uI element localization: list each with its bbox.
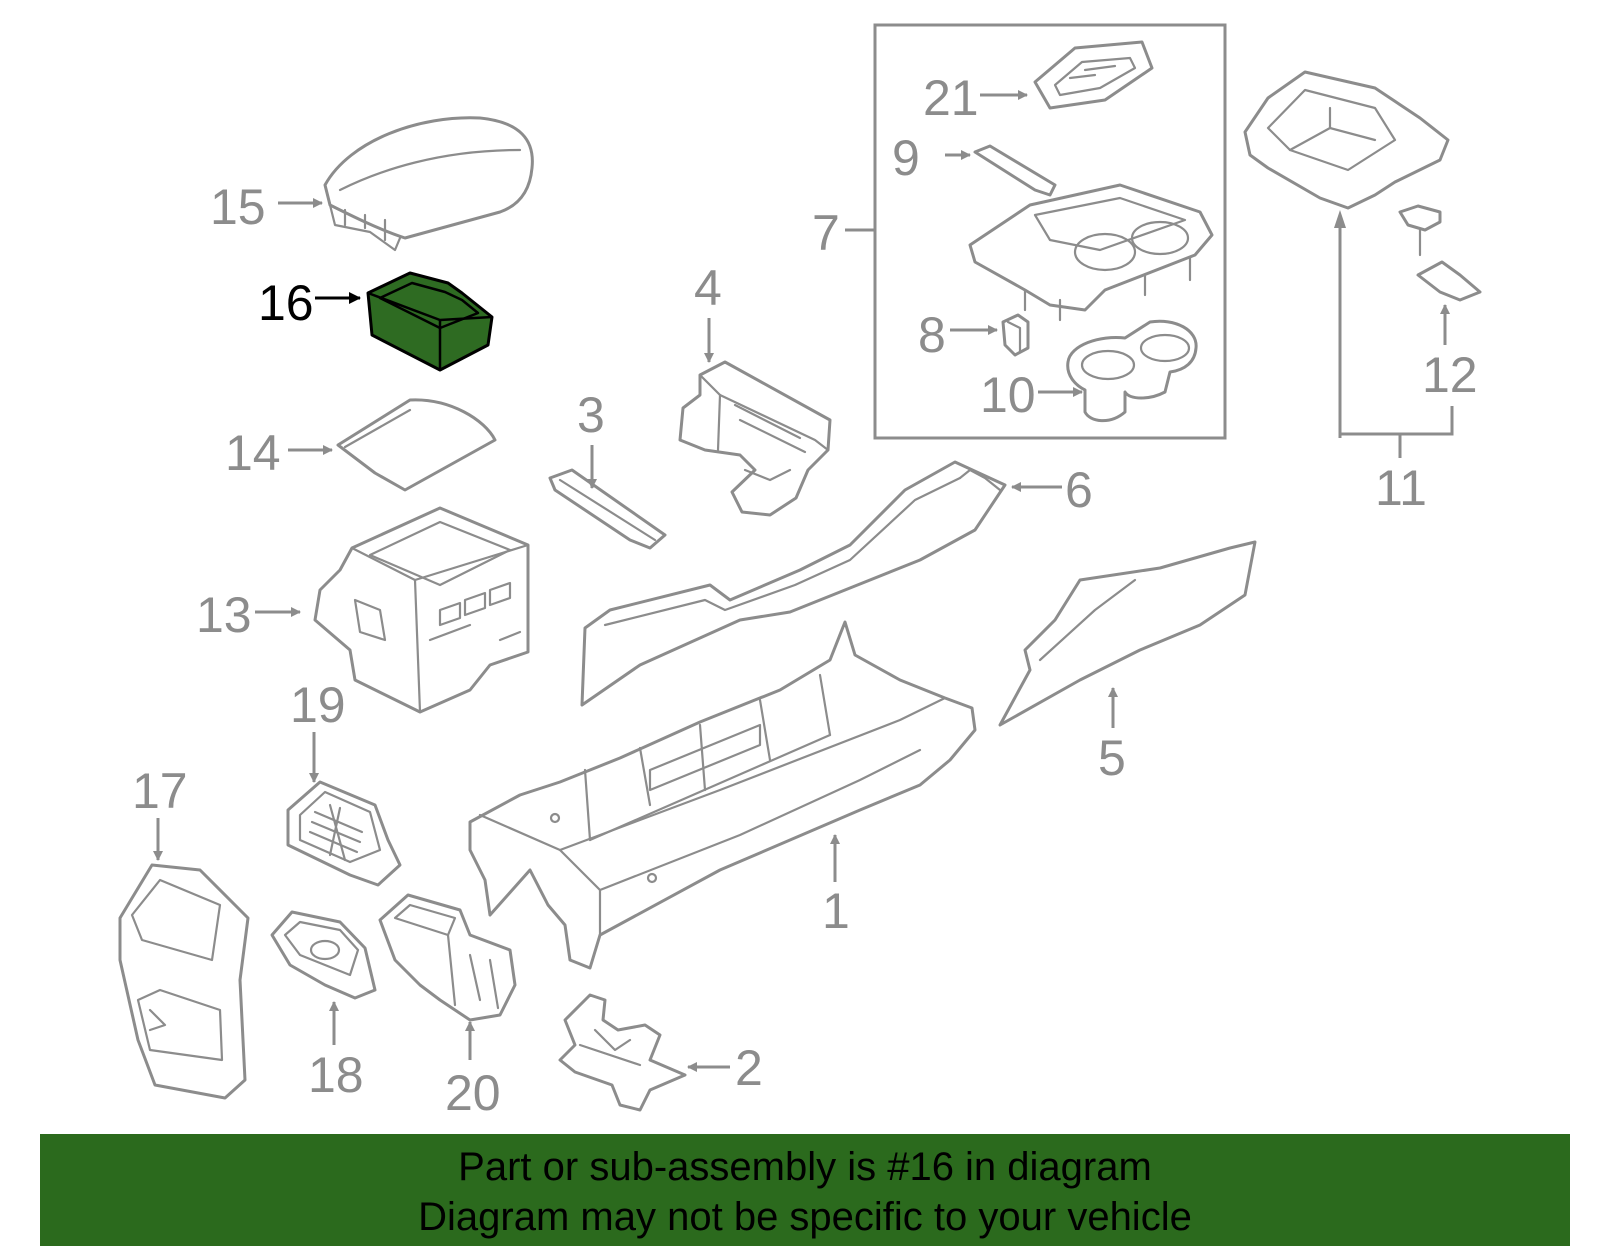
callout-20: 20 <box>445 1065 501 1121</box>
callout-17: 17 <box>132 763 188 819</box>
part-5-side-trim <box>998 540 1257 727</box>
callout-13: 13 <box>196 587 252 643</box>
callout-5: 5 <box>1098 730 1126 786</box>
callout-14: 14 <box>225 425 281 481</box>
banner-line-2: Diagram may not be specific to your vehi… <box>418 1195 1192 1239</box>
callout-18: 18 <box>308 1047 364 1103</box>
callout-16: 16 <box>258 275 314 331</box>
part-14-pad <box>336 398 497 492</box>
callout-8: 8 <box>918 307 946 363</box>
callout-12: 12 <box>1422 347 1478 403</box>
part-11-center-tray <box>1243 70 1450 210</box>
callout-7: 7 <box>812 205 840 261</box>
part-2-floor-bracket <box>558 993 687 1112</box>
callout-2: 2 <box>735 1040 763 1096</box>
callout-4: 4 <box>694 260 722 316</box>
callout-19: 19 <box>290 677 346 733</box>
callout-11: 11 <box>1375 460 1427 516</box>
callout-3: 3 <box>577 387 605 443</box>
part-19-vent <box>286 780 402 887</box>
callout-6: 6 <box>1065 462 1093 518</box>
callout-labels: 15 16 14 13 4 3 6 5 1 17 19 18 20 2 21 9… <box>132 70 1478 1121</box>
callout-10: 10 <box>980 367 1036 423</box>
part-15-armrest-lid <box>323 116 534 252</box>
part-13-armrest-box <box>313 506 530 714</box>
part-21-switch-bezel <box>1033 40 1154 110</box>
banner-line-1: Part or sub-assembly is #16 in diagram <box>458 1145 1152 1189</box>
part-17-rear-panel <box>118 863 250 1100</box>
callout-15: 15 <box>210 179 266 235</box>
info-banner: Part or sub-assembly is #16 in diagram D… <box>40 1134 1570 1246</box>
part-18-switch-panel <box>270 910 377 1000</box>
part-7-top-panel <box>968 183 1214 322</box>
part-8-clip <box>1001 313 1030 357</box>
part-16-tray-highlighted <box>366 271 494 372</box>
part-20-lower-bracket <box>378 893 517 1022</box>
part-9-trim-strip <box>973 144 1057 197</box>
part-1-console-body <box>468 620 977 970</box>
part-10-cup-holder <box>1066 319 1198 423</box>
callout-1: 1 <box>822 883 850 939</box>
part-12-small-bracket <box>1398 204 1482 302</box>
part-6-long-trim <box>580 460 1007 707</box>
part-4-bracket <box>678 360 832 517</box>
part-3-strip <box>548 468 667 550</box>
callout-21: 21 <box>923 70 979 126</box>
leader-lines <box>153 90 1454 1072</box>
callout-9: 9 <box>892 130 920 186</box>
